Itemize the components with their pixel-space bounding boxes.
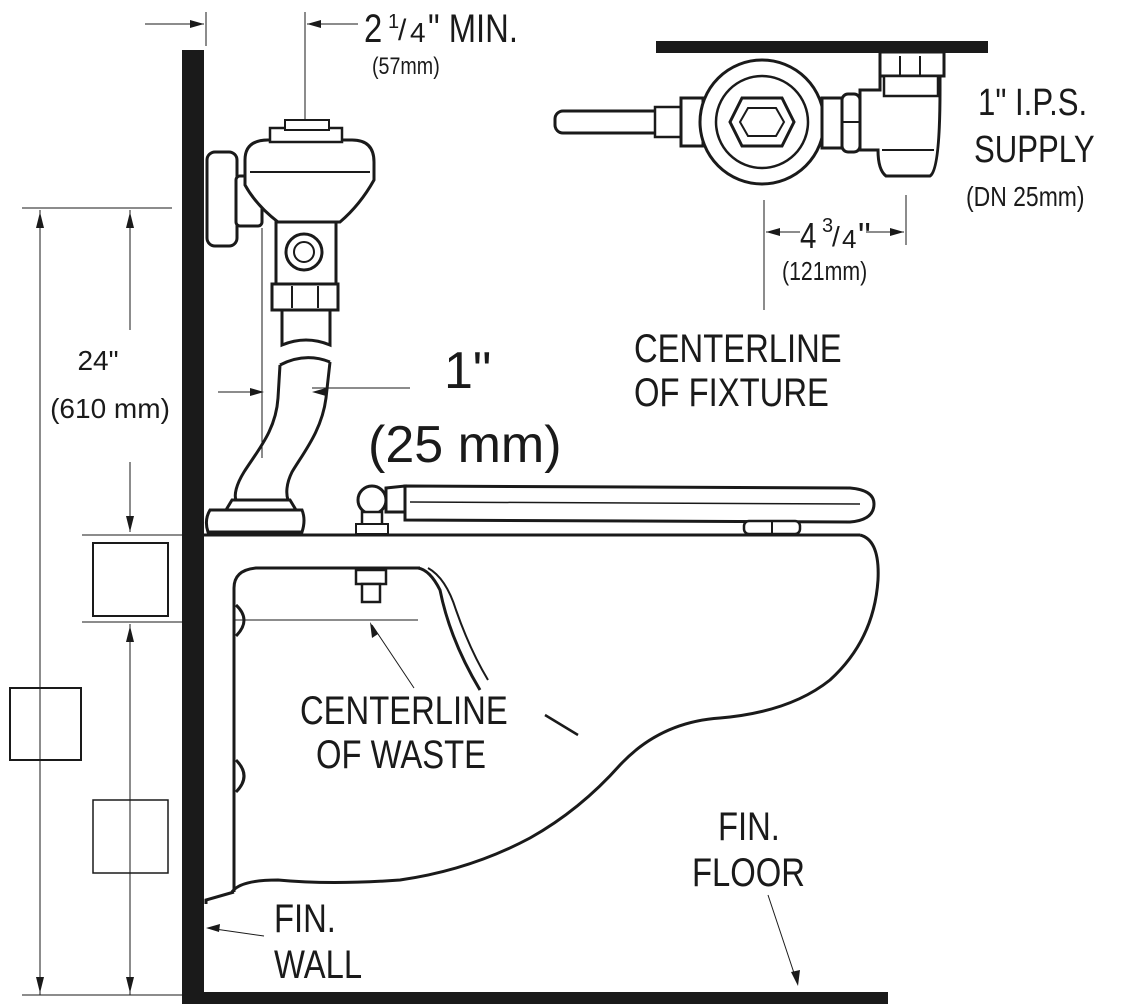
finished-floor [182,992,888,1004]
toilet-bowl [204,484,880,904]
flush-valve-top-view [553,50,946,186]
ceiling-plate [656,41,988,53]
supply-offset-num: 3 [822,215,833,237]
leader-lines [206,622,800,986]
flush-valve-side-view [204,119,376,534]
centerline-fixture-line1: CENTERLINE [634,326,842,371]
pipe-size: 1" [444,342,491,400]
min-offset-num: 1 [388,11,399,33]
centerline-waste-line2: OF WASTE [316,732,486,777]
dimension-lines [22,12,907,996]
supply-size: 1" I.P.S. [978,82,1087,124]
fin-wall-line1: FIN. [274,896,336,941]
fin-floor-line1: FIN. [718,804,780,849]
supply-offset-metric: (121mm) [782,257,867,287]
supply-offset-whole: 4 [800,215,816,255]
fin-floor-line2: FLOOR [692,850,805,895]
pipe-metric: (25 mm) [368,416,562,474]
supply-offset-suffix: " [858,215,871,256]
min-offset-slash: / [398,14,407,47]
finished-wall [182,50,204,1000]
fin-wall-line2: WALL [274,942,362,987]
supply-offset-slash: / [832,221,840,252]
supply-word: SUPPLY [974,129,1095,171]
height-metric: (610 mm) [50,393,170,424]
min-offset-suffix: " MIN. [428,6,518,51]
min-offset-whole: 2 [364,6,382,51]
labels: 2 1 / 4 " MIN. (57mm) 1" I.P.S. SUPPLY (… [50,6,1095,987]
centerline-fixture-line2: OF FIXTURE [634,370,829,415]
supply-offset-den: 4 [842,224,856,254]
supply-metric: (DN 25mm) [966,182,1085,213]
min-offset-metric: (57mm) [372,52,440,79]
height-value: 24" [77,345,118,376]
min-offset-den: 4 [410,17,426,48]
centerline-waste-line1: CENTERLINE [300,688,508,733]
wall-carrier-boxes [9,542,169,874]
